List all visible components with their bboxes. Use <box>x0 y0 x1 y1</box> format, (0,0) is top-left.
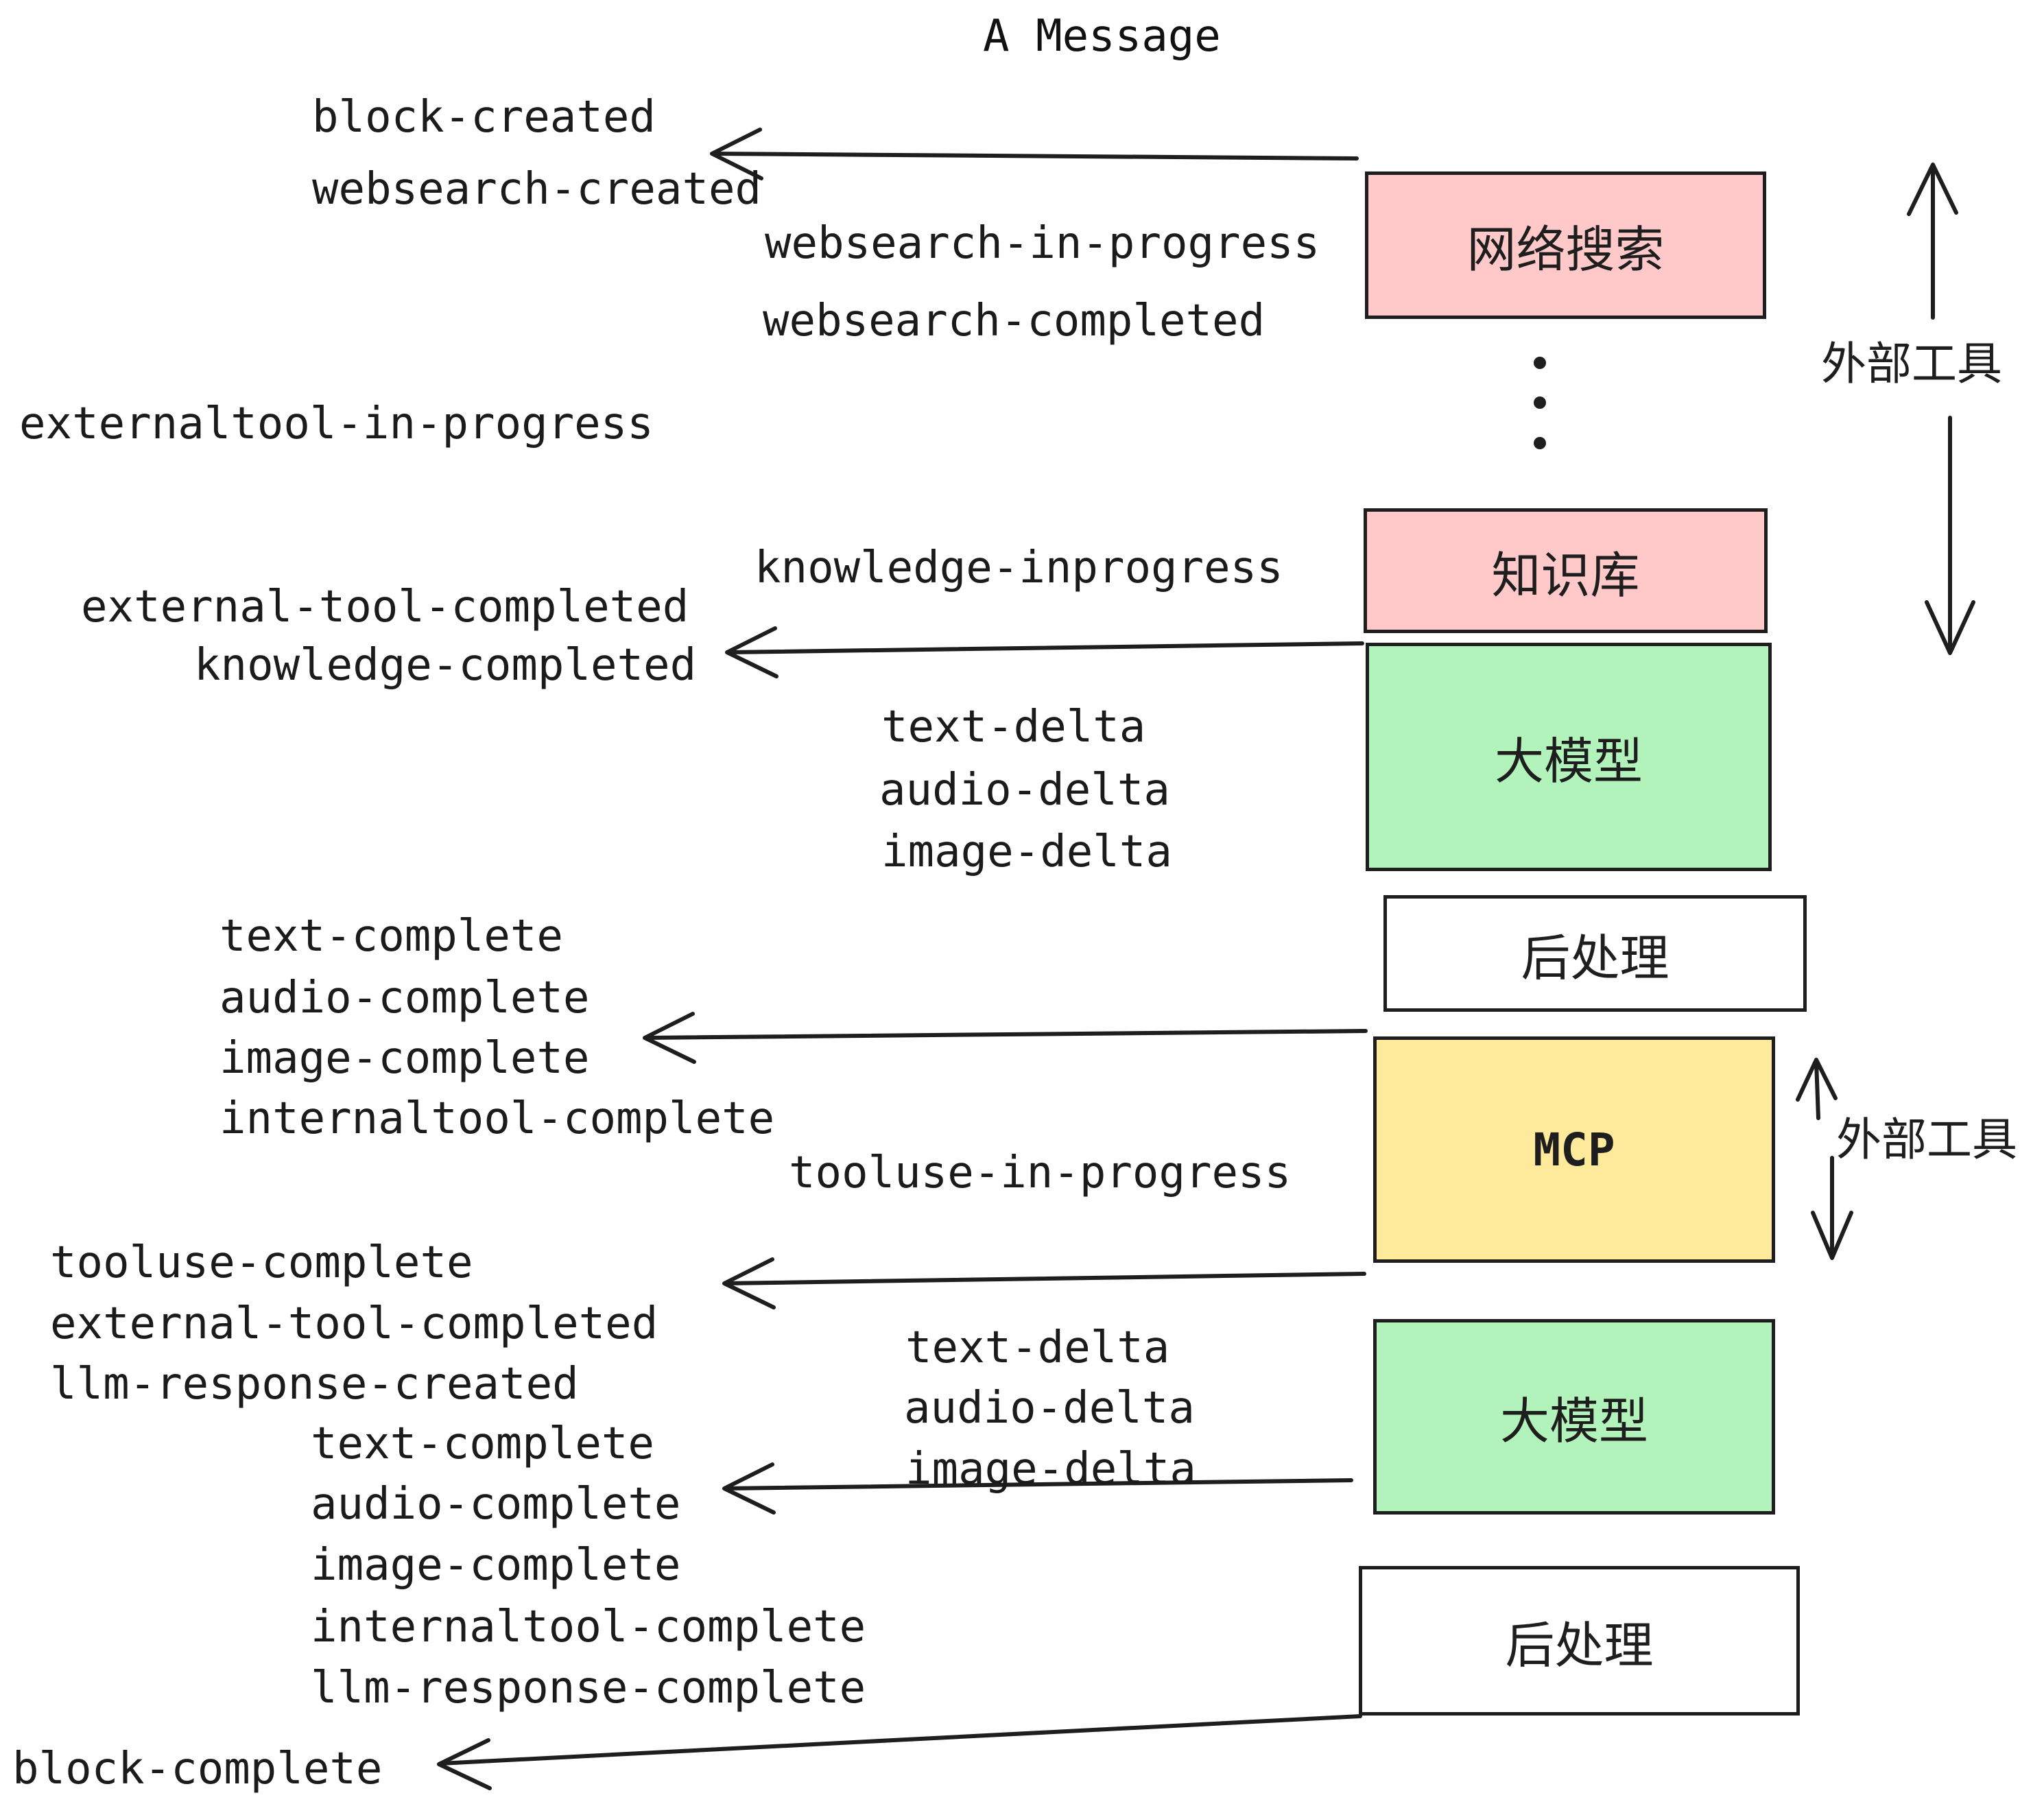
event-internaltool-complete-1: internaltool-complete <box>219 1093 775 1144</box>
arrow-tooluse-complete <box>722 1257 1366 1309</box>
event-tooluse-complete: tooluse-complete <box>50 1237 473 1288</box>
arrow-up-external-tools-top <box>1907 163 1958 320</box>
event-image-complete-1: image-complete <box>219 1033 590 1084</box>
event-text-complete-2: text-complete <box>311 1419 654 1469</box>
event-image-delta-2: image-delta <box>905 1444 1196 1495</box>
box-websearch-label: 网络搜索 <box>1466 221 1665 278</box>
arrow-knowledge-completed <box>725 626 1364 678</box>
box-mcp-label: MCP <box>1533 1123 1615 1176</box>
box-postprocess-2: 后处理 <box>1359 1566 1800 1716</box>
event-knowledge-completed: knowledge-completed <box>194 640 697 691</box>
arrow-websearch-created <box>710 128 1359 180</box>
event-external-tool-completed-2: external-tool-completed <box>50 1298 658 1349</box>
event-websearch-completed: websearch-completed <box>763 296 1265 346</box>
arrow-down-external-tools-mcp <box>1811 1156 1853 1260</box>
arrow-down-external-tools-top <box>1925 416 1975 655</box>
ellipsis-dots <box>1534 357 1546 449</box>
arrow-internal-complete-1 <box>643 1012 1368 1064</box>
event-websearch-created: websearch-created <box>312 164 762 215</box>
event-llm-response-complete: llm-response-complete <box>311 1663 866 1713</box>
box-llm-1-label: 大模型 <box>1494 733 1643 790</box>
event-audio-complete-1: audio-complete <box>219 973 590 1023</box>
event-knowledge-inprogress: knowledge-inprogress <box>754 543 1283 593</box>
event-image-complete-2: image-complete <box>311 1540 681 1591</box>
event-text-delta-2: text-delta <box>905 1322 1170 1373</box>
box-postprocess-2-label: 后处理 <box>1505 1616 1654 1674</box>
box-llm-2: 大模型 <box>1373 1319 1775 1515</box>
box-llm-1: 大模型 <box>1366 643 1772 871</box>
event-tooluse-in-progress: tooluse-in-progress <box>789 1148 1292 1198</box>
external-tools-label-top: 外部工具 <box>1821 337 2002 390</box>
event-externaltool-in-progress: externaltool-in-progress <box>19 399 654 449</box>
arrow-up-external-tools-mcp <box>1796 1058 1838 1120</box>
diagram-title: A Message <box>983 11 1221 62</box>
event-block-created: block-created <box>312 92 656 143</box>
event-external-tool-completed-1: external-tool-completed <box>81 582 689 632</box>
event-block-complete: block-complete <box>12 1744 383 1794</box>
event-audio-delta-2: audio-delta <box>904 1383 1195 1434</box>
box-knowledge-label: 知识库 <box>1491 546 1640 604</box>
event-websearch-in-progress: websearch-in-progress <box>765 218 1320 269</box>
event-text-complete-1: text-complete <box>219 911 563 962</box>
event-llm-response-created: llm-response-created <box>50 1359 579 1410</box>
external-tools-label-mcp: 外部工具 <box>1836 1113 2017 1166</box>
box-mcp: MCP <box>1373 1036 1775 1263</box>
box-postprocess-1-label: 后处理 <box>1521 929 1669 987</box>
box-llm-2-label: 大模型 <box>1499 1392 1648 1450</box>
box-websearch: 网络搜索 <box>1365 171 1766 319</box>
event-text-delta-1: text-delta <box>881 702 1146 752</box>
event-internaltool-complete-2: internaltool-complete <box>311 1602 866 1652</box>
event-audio-delta-1: audio-delta <box>879 765 1170 816</box>
box-postprocess-1: 后处理 <box>1383 895 1807 1012</box>
event-audio-complete-2: audio-complete <box>311 1479 681 1530</box>
event-image-delta-1: image-delta <box>881 827 1172 877</box>
box-knowledge: 知识库 <box>1364 508 1768 633</box>
arrow-block-complete <box>437 1714 1362 1790</box>
